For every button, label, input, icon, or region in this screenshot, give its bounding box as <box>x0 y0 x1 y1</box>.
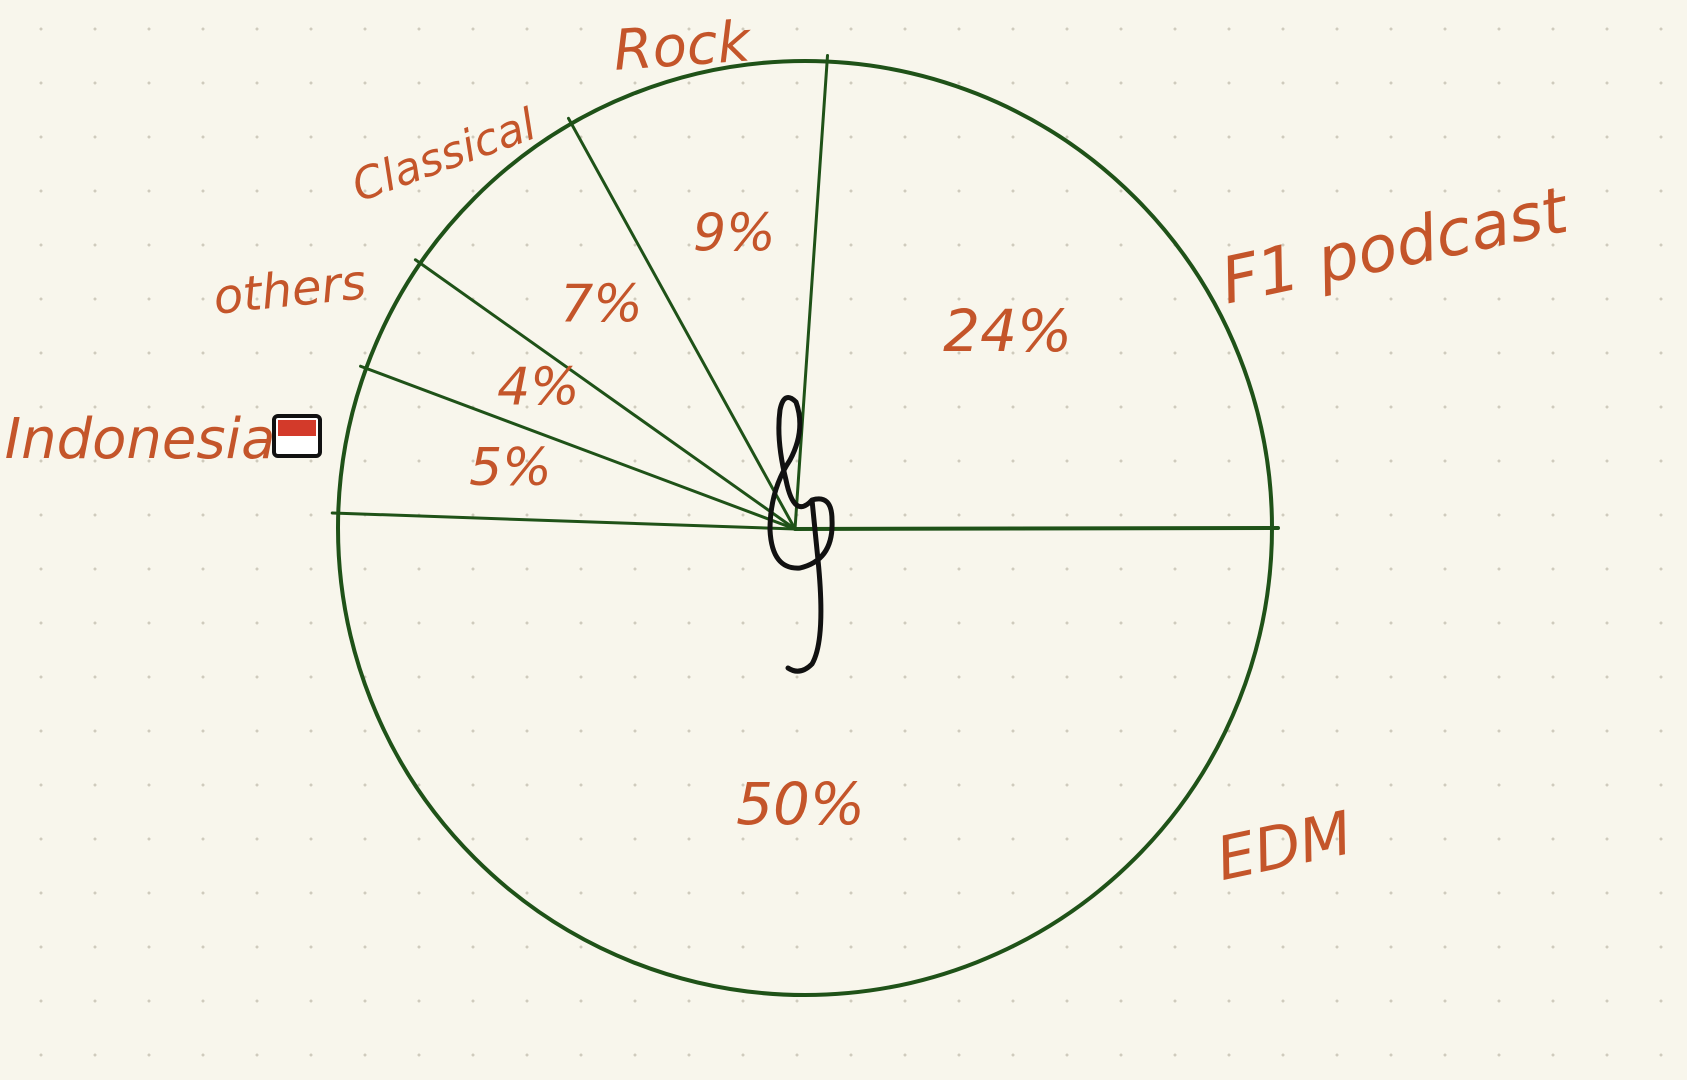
value-label-f1-podcast: 24% <box>943 297 1072 365</box>
flag-red-band <box>278 420 316 436</box>
treble-clef-icon <box>767 395 835 674</box>
slice-divider <box>793 526 1280 531</box>
slice-divider <box>567 116 797 531</box>
slice-divider <box>330 511 797 531</box>
slice-divider <box>793 54 830 531</box>
indonesia-flag-icon <box>272 414 322 458</box>
category-label-edm: EDM <box>1211 798 1358 895</box>
value-label-edm: 50% <box>736 770 865 838</box>
category-label-rock: Rock <box>611 9 754 84</box>
value-label-classical: 7% <box>560 275 643 335</box>
value-label-indonesia: 5% <box>469 438 552 498</box>
category-label-f1-podcast: F1 podcast <box>1215 173 1577 319</box>
category-label-others: others <box>211 254 369 326</box>
slice-divider <box>413 258 797 531</box>
slice-divider <box>359 364 797 531</box>
category-label-classical: Classical <box>346 99 544 213</box>
value-label-others: 4% <box>497 358 580 418</box>
category-label-indonesia: Indonesia <box>5 407 276 472</box>
value-label-rock: 9% <box>693 203 776 263</box>
